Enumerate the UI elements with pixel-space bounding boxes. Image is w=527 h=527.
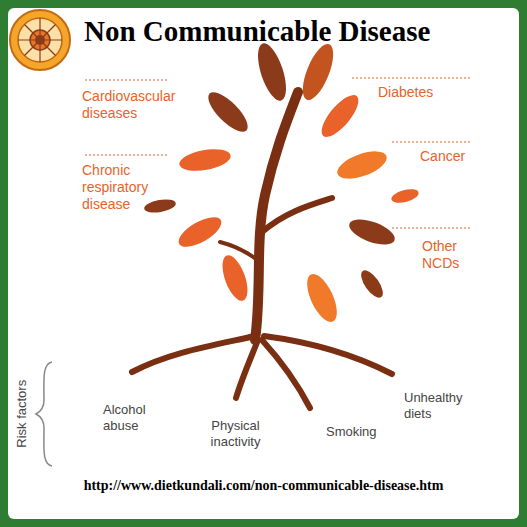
logo-wheel	[10, 10, 70, 70]
disease-label: Chronic respiratory disease	[82, 162, 167, 212]
disease-label: Diabetes	[378, 84, 468, 101]
risk-factor-label: Physical inactivity	[198, 418, 273, 449]
curly-bracket	[36, 362, 52, 466]
risk-factor-label: Smoking	[326, 424, 396, 440]
tree-leaves	[143, 40, 420, 326]
risk-factor-label: Unhealthy diets	[404, 390, 484, 421]
source-url: http://www.dietkundali.com/non-communica…	[0, 478, 527, 495]
risk-factors-heading: Risk factors	[14, 380, 30, 448]
tree-roots	[132, 336, 392, 408]
disease-label: Cancer	[420, 148, 500, 165]
disease-label: Cardiovascular diseases	[82, 88, 187, 122]
diagram-title: Non Communicable Disease	[84, 14, 430, 49]
disease-label: Other NCDs	[422, 238, 472, 272]
risk-factor-label: Alcohol abuse	[103, 402, 165, 433]
